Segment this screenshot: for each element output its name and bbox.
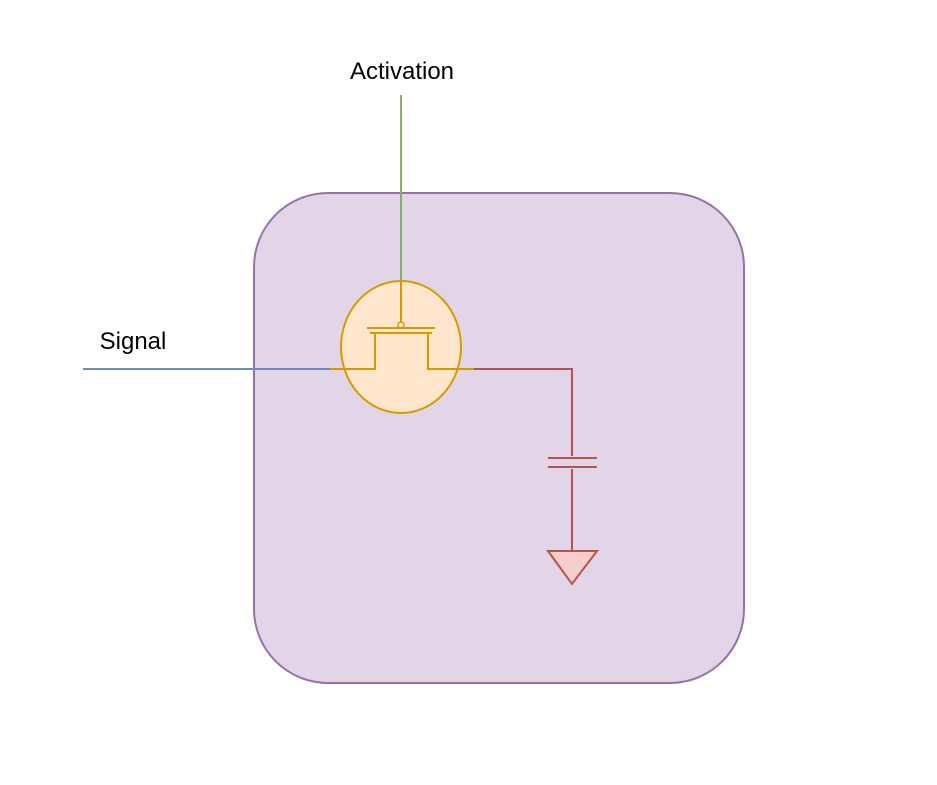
- capacitor-branch: [474, 368, 600, 586]
- memory-cell-box: [253, 192, 745, 684]
- activation-label: Activation: [350, 58, 454, 85]
- capacitor-wire-top: [474, 368, 573, 456]
- transistor-channel: [330, 332, 474, 370]
- transistor-body: [340, 280, 462, 414]
- ground-symbol: [546, 550, 600, 586]
- signal-label: Signal: [100, 328, 167, 355]
- transistor: [330, 280, 474, 414]
